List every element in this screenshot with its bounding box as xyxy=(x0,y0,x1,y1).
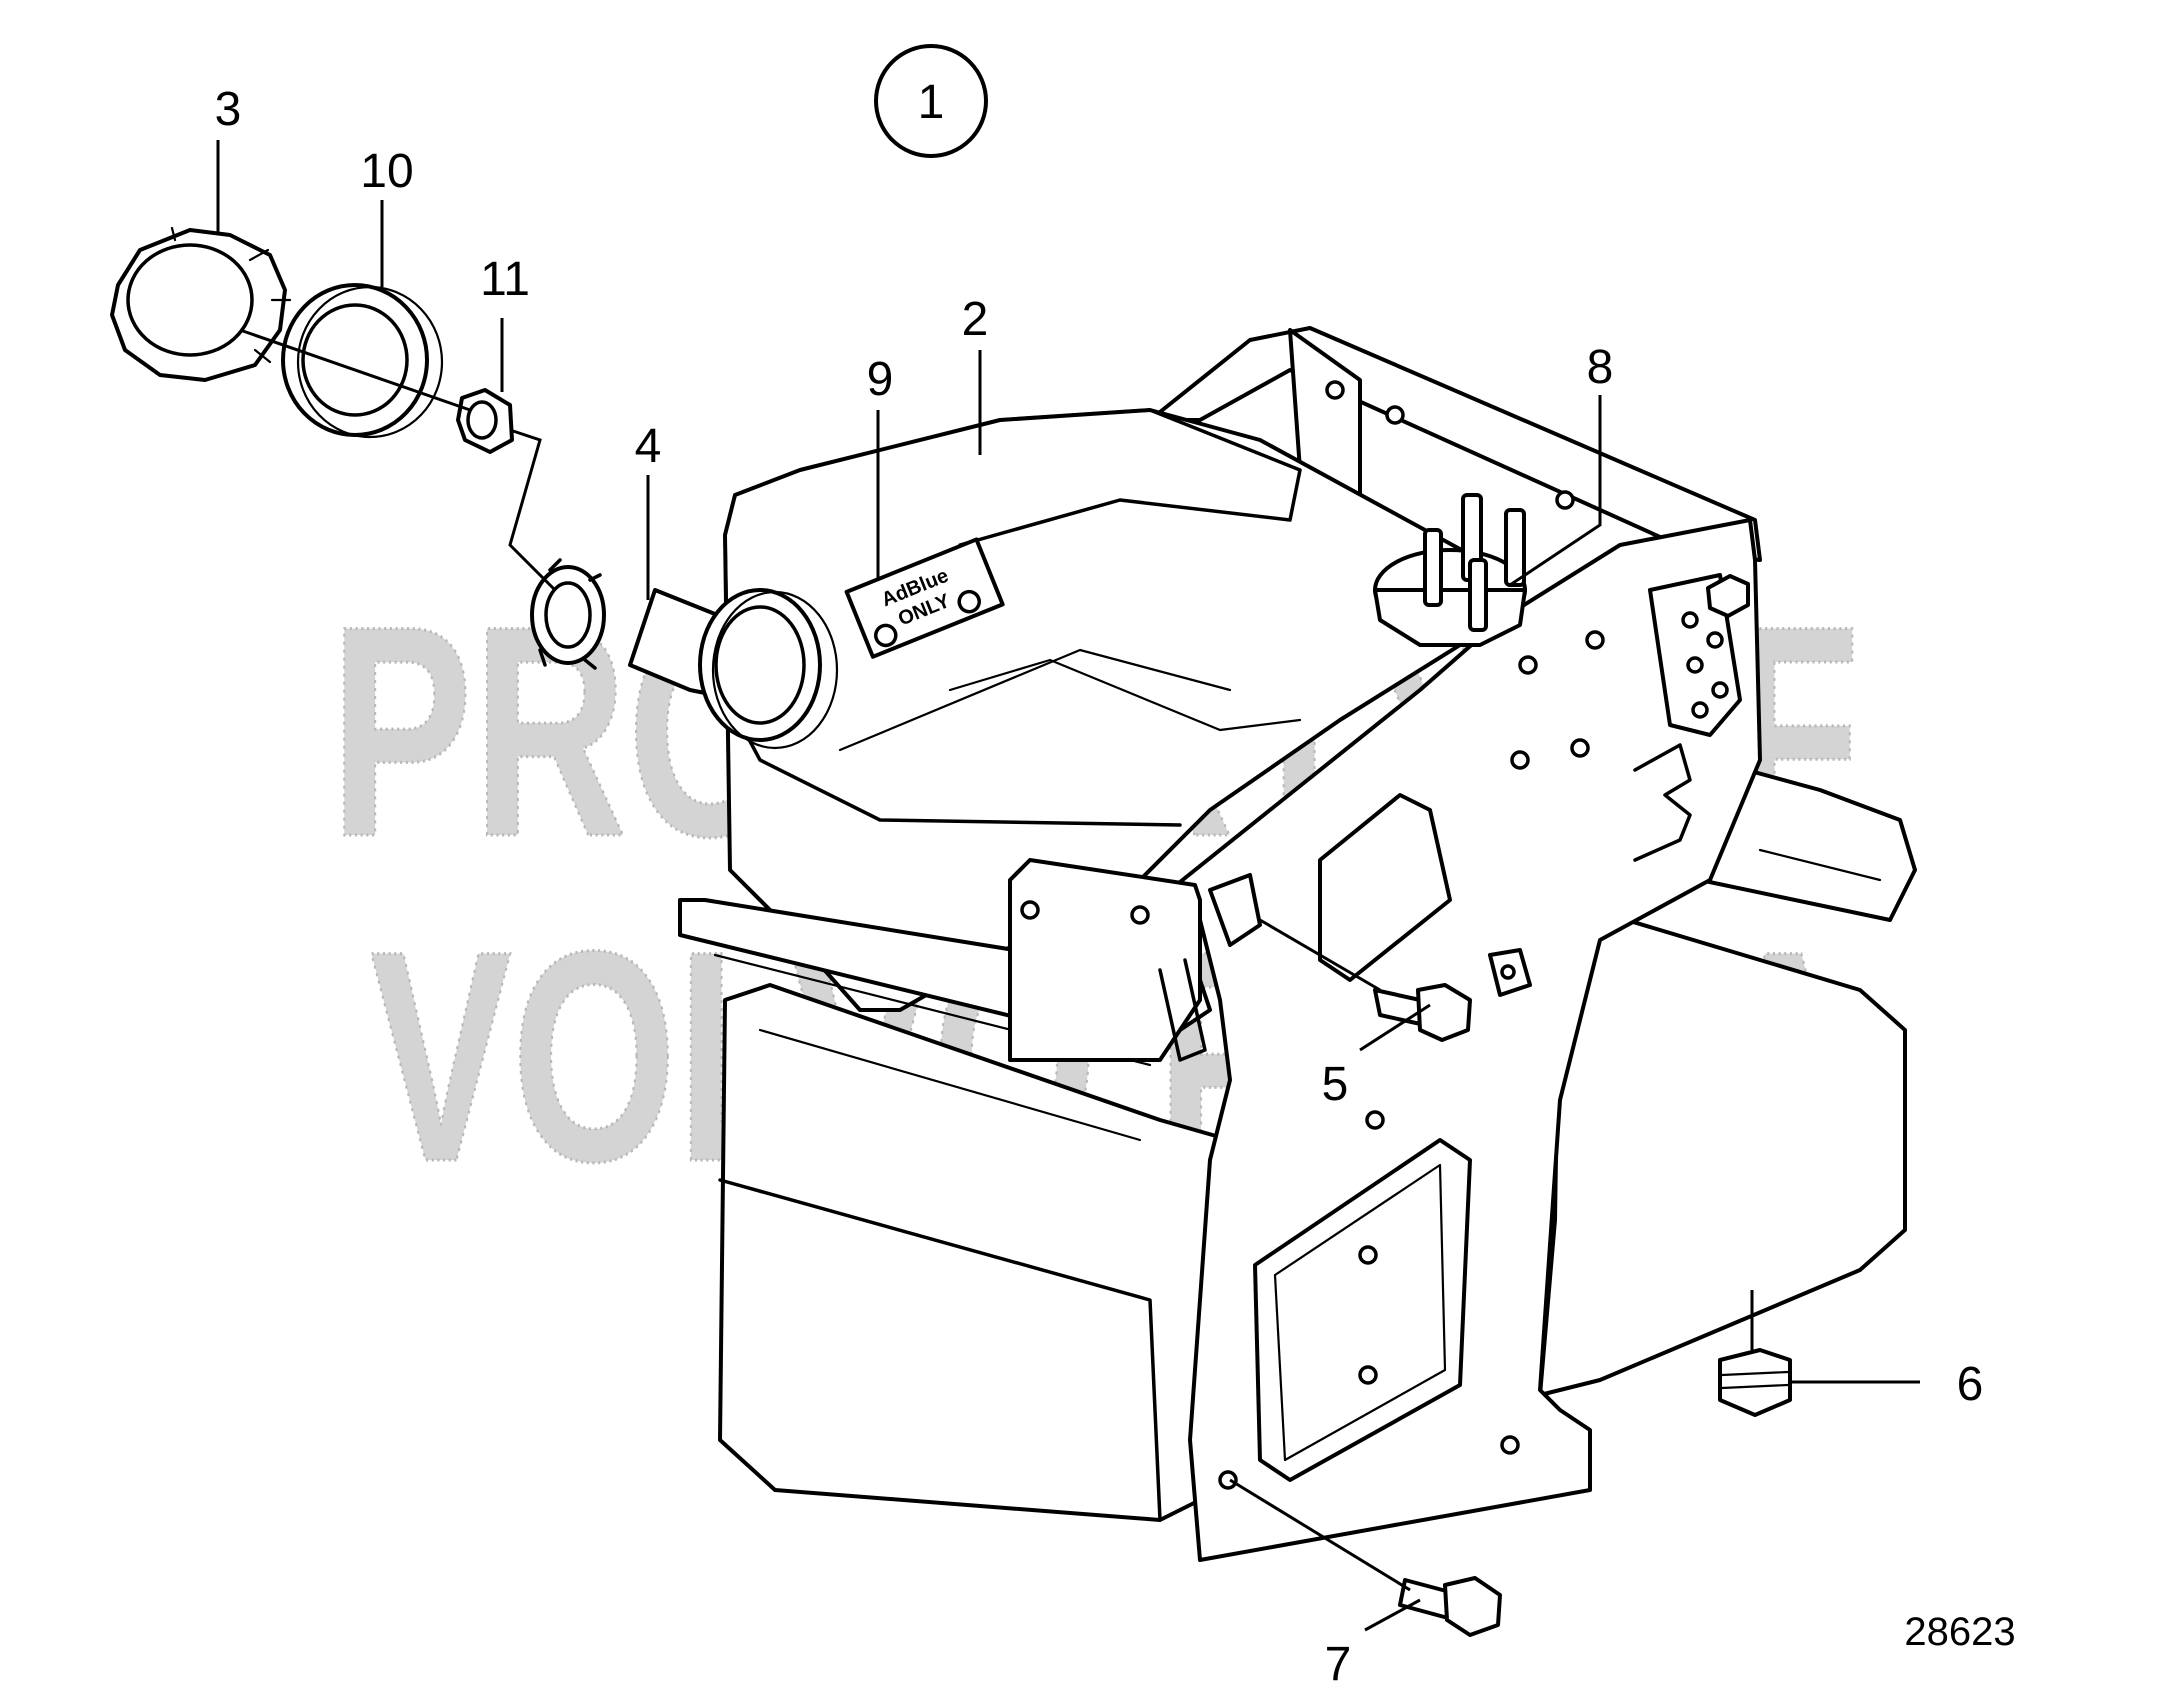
callout-8: 8 xyxy=(1587,341,1614,394)
callout-6: 6 xyxy=(1957,1358,1984,1411)
filler-neck-adapter-tabs xyxy=(538,558,602,670)
front-bracket-hole xyxy=(1218,1470,1238,1490)
callout-2: 2 xyxy=(962,293,989,346)
group-marker: 1 xyxy=(874,44,988,158)
sender-pin xyxy=(1504,508,1526,587)
hose-clip xyxy=(1208,873,1262,947)
front-bracket-cutout-inner xyxy=(1273,1163,1447,1462)
callout-10: 10 xyxy=(360,145,413,198)
leader-7 xyxy=(1229,1478,1421,1632)
callout-3: 3 xyxy=(215,83,242,136)
filler-seal-inner xyxy=(301,303,409,417)
adblue-decal-frame xyxy=(844,537,1005,659)
side-plate xyxy=(1008,858,1202,1062)
filler-neck-flange xyxy=(698,588,822,742)
rear-bracket xyxy=(1148,326,1762,562)
filler-cap-grips xyxy=(170,226,292,364)
group-marker-circle xyxy=(874,44,988,158)
bracket-plate-hole xyxy=(1706,631,1724,649)
front-bracket-hole xyxy=(1358,1365,1378,1385)
tank-lower-front-edge xyxy=(718,1178,1162,1522)
bolt-7-head xyxy=(1443,1576,1502,1637)
filler-strainer-inner xyxy=(466,400,498,440)
tank-top-ridge xyxy=(948,658,1302,732)
front-bracket-hole xyxy=(1500,1435,1520,1455)
front-bracket-hole xyxy=(1358,1245,1378,1265)
side-plate-hole xyxy=(1020,900,1040,920)
rear-bracket-hole xyxy=(1385,405,1405,425)
assembly-axis xyxy=(239,328,557,592)
side-plate-hole xyxy=(1130,905,1150,925)
drain-plug xyxy=(1718,1348,1792,1417)
bolt-5-head xyxy=(1416,983,1472,1042)
filler-cap-face xyxy=(126,243,254,357)
rear-bracket-hole xyxy=(1555,490,1575,510)
bolt-7-shank xyxy=(1398,1578,1452,1620)
reference-number: 28623 xyxy=(1904,1610,2015,1654)
filler-neck-adapter xyxy=(530,565,606,665)
group-marker-label: 1 xyxy=(918,76,945,129)
drain-plug-thread xyxy=(1720,1370,1790,1390)
leader-5 xyxy=(1259,918,1431,1052)
tank-right-flange-line xyxy=(1758,848,1882,882)
tank-lower-crease xyxy=(758,1028,1142,1142)
sender-pin xyxy=(1468,558,1488,632)
callout-5: 5 xyxy=(1322,1058,1349,1111)
bracket-plate-hole xyxy=(1686,656,1704,674)
callout-7: 7 xyxy=(1325,1638,1352,1691)
exploded-parts xyxy=(110,226,557,592)
tank-top-ridge xyxy=(838,648,1232,752)
bracket-plate-hole xyxy=(1681,611,1699,629)
bracket-bolt-head xyxy=(1706,574,1750,618)
callout-9: 9 xyxy=(867,353,894,406)
front-bracket-notch xyxy=(1633,743,1692,862)
callout-4: 4 xyxy=(635,420,662,473)
callout-11: 11 xyxy=(480,253,530,306)
front-bracket-cutout-upper xyxy=(1318,793,1452,982)
rear-bracket-hole xyxy=(1325,380,1345,400)
front-bracket-hole xyxy=(1365,1110,1385,1130)
filler-neck-flange-rim xyxy=(711,590,839,750)
tank-top-edge xyxy=(798,408,1302,547)
filler-seal-rim xyxy=(296,285,444,439)
leader-lines xyxy=(216,140,1920,1632)
tank-assembly: AdBlue ONLY xyxy=(530,326,1917,1637)
callout-labels: 3 10 11 2 9 8 4 5 6 7 xyxy=(215,83,1984,1691)
adblue-decal: AdBlue ONLY xyxy=(844,537,1005,659)
filler-cap xyxy=(110,228,287,382)
front-bracket-cutout-lower xyxy=(1253,1138,1472,1482)
adblue-decal-symbol xyxy=(957,589,981,614)
front-bracket-hole xyxy=(1518,655,1538,675)
leader-8 xyxy=(1509,395,1602,587)
bracket-plate-hole xyxy=(1711,681,1729,699)
front-bracket-hole xyxy=(1510,750,1530,770)
filler-strainer xyxy=(456,388,514,454)
filler-neck-flange-inner xyxy=(714,605,806,725)
bracket-plate-hole xyxy=(1691,701,1709,719)
front-bracket-hole xyxy=(1585,630,1605,650)
side-plate-slot xyxy=(1158,958,1207,1062)
sender-pin xyxy=(1423,528,1443,607)
front-bracket-hole xyxy=(1570,738,1590,758)
hose-clip-hole xyxy=(1500,964,1516,980)
filler-neck-adapter-inner xyxy=(544,581,592,649)
adblue-decal-symbol xyxy=(874,623,898,648)
